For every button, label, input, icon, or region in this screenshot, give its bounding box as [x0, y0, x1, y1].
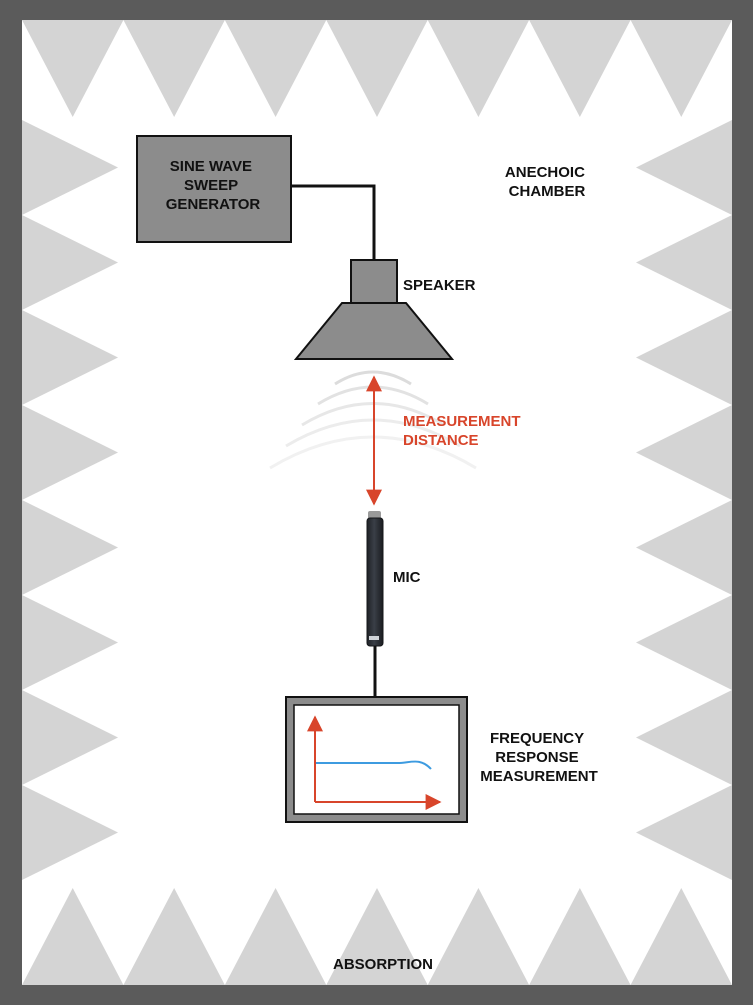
generator-speaker-cable [291, 184, 376, 260]
wedge-right [636, 690, 732, 785]
chamber-label: ANECHOIC CHAMBER [505, 164, 589, 200]
wedge-left [22, 690, 118, 785]
wedge-right [636, 785, 732, 880]
wedge-right [636, 595, 732, 690]
microphone [366, 511, 384, 647]
generator-box [136, 135, 292, 243]
wedge-top [326, 20, 428, 117]
wedge-left [22, 595, 118, 690]
measurement-label: FREQUENCY RESPONSE MEASUREMENT [480, 730, 598, 785]
mic-label: MIC [393, 569, 421, 586]
chamber-interior [22, 20, 732, 985]
wedge-left [22, 500, 118, 595]
wedge-bottom [326, 888, 428, 985]
response-curve [316, 760, 432, 770]
mic-capsule [368, 511, 381, 519]
wedge-right [636, 215, 732, 310]
wedge-right [636, 405, 732, 500]
speaker-magnet [350, 259, 398, 304]
distance-label: MEASUREMENT DISTANCE [403, 413, 525, 449]
monitor-screen [293, 704, 460, 815]
wedge-top [123, 20, 225, 117]
wedge-top [427, 20, 530, 117]
wedge-top [630, 20, 732, 117]
mic-body [366, 517, 384, 647]
absorption-label: ABSORPTION [333, 956, 433, 973]
absorption-wedges [22, 20, 732, 985]
wedge-top [22, 20, 124, 117]
speaker-label: SPEAKER [403, 277, 476, 294]
wedge-top [224, 20, 327, 117]
wedge-left [22, 120, 118, 215]
wedge-bottom [22, 888, 124, 985]
wave-arc-1 [334, 370, 412, 386]
mic-logo [369, 636, 379, 640]
wedge-right [636, 310, 732, 405]
wedge-bottom [427, 888, 530, 985]
wedge-left [22, 310, 118, 405]
wedge-left [22, 215, 118, 310]
generator-label: SINE WAVE SWEEP GENERATOR [166, 158, 261, 213]
wedge-left [22, 785, 118, 880]
wedge-right [636, 120, 732, 215]
wedge-bottom [630, 888, 732, 985]
wedge-bottom [224, 888, 327, 985]
wedge-top [529, 20, 631, 117]
wedge-bottom [529, 888, 631, 985]
wedge-right [636, 500, 732, 595]
speaker-cone [293, 302, 455, 360]
wedge-bottom [123, 888, 225, 985]
wedge-left [22, 405, 118, 500]
